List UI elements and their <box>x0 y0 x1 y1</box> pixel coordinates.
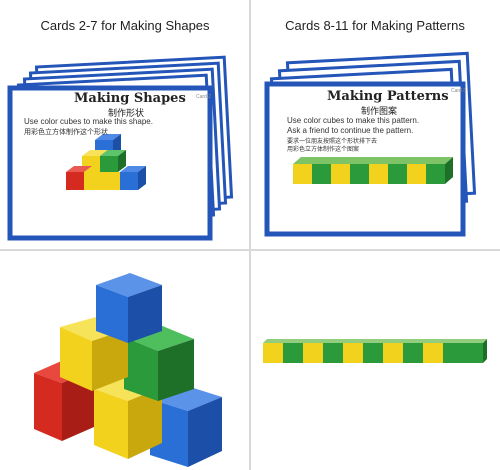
patterns-card-instruction-1: Use color cubes to make this pattern. <box>287 116 420 125</box>
cube-pattern-illustration <box>293 157 453 184</box>
shapes-card-instruction: Use color cubes to make this shape. <box>24 117 153 126</box>
patterns-card-instruction-cn-1: 要求一位朋友按照这个形状排下去 <box>287 139 378 145</box>
patterns-caption: Cards 8-11 for Making Patterns <box>285 18 465 33</box>
shapes-card-instruction-cn: 用彩色立方体制作这个形状 <box>24 129 108 136</box>
shapes-caption: Cards 2-7 for Making Shapes <box>40 18 210 33</box>
patterns-card-label: Card 8 <box>451 88 467 94</box>
shapes-card-title-cn: 制作形状 <box>108 108 145 118</box>
cube-pyramid-photo <box>0 251 249 470</box>
patterns-card-instruction-cn-2: 用彩色立方体制作这个图案 <box>287 147 360 153</box>
shapes-card-stack: Making Shapes 制作形状 Use color cubes to ma… <box>0 40 249 249</box>
blue-cube-top <box>96 273 162 343</box>
patterns-card-stack: Making Patterns 制作图案 Use color cubes to … <box>251 40 500 249</box>
patterns-card-instruction-2: Ask a friend to continue the pattern. <box>287 126 414 135</box>
shapes-card-label: Card 2 <box>196 94 212 100</box>
horizontal-divider <box>0 249 500 251</box>
cube-shape-illustration <box>66 134 146 190</box>
shapes-card-title: Making Shapes <box>74 91 186 106</box>
front-card <box>7 85 213 241</box>
patterns-card-title-cn: 制作图案 <box>361 106 398 116</box>
vertical-divider <box>249 0 251 470</box>
patterns-card-title: Making Patterns <box>327 89 449 104</box>
yellow-cube-middle <box>60 317 128 391</box>
cube-row <box>263 339 487 363</box>
cube-pattern-photo <box>251 251 500 470</box>
